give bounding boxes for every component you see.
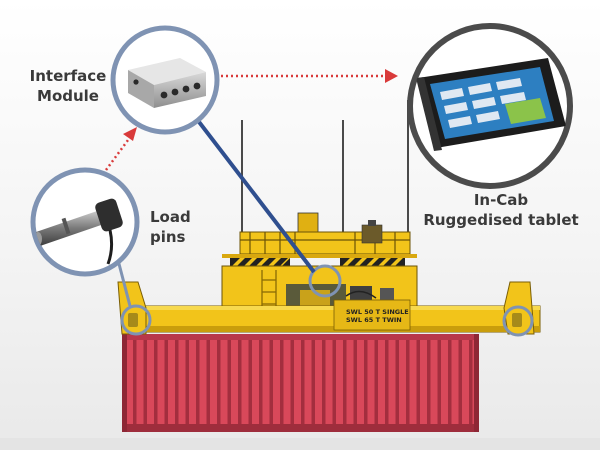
module-connector-line	[194, 116, 316, 274]
load-pin-callout	[30, 167, 140, 277]
rugged-tablet-icon	[416, 58, 566, 151]
load-pins-label: Load pins	[150, 208, 191, 246]
shipping-container	[122, 334, 479, 432]
antenna-rods	[241, 100, 409, 238]
load-pin-callout-ring-right	[502, 305, 534, 337]
tablet-label: In-Cab Ruggedised tablet	[423, 191, 579, 229]
interface-module-box-icon	[128, 58, 206, 108]
data-arrow-module-to-tablet	[221, 69, 398, 83]
data-arrow-pins-to-module	[104, 127, 137, 171]
interface-module-callout-ring	[308, 264, 342, 298]
load-pin-callout-ring-left	[120, 304, 152, 336]
interface-module-callout	[110, 25, 220, 135]
spreader-capacity-sign: SWL 50 T SINGLE SWL 65 T TWIN	[346, 308, 409, 324]
interface-module-label: Interface Module	[29, 67, 107, 105]
tablet-callout	[407, 23, 573, 189]
pin-connector-line	[116, 259, 132, 307]
